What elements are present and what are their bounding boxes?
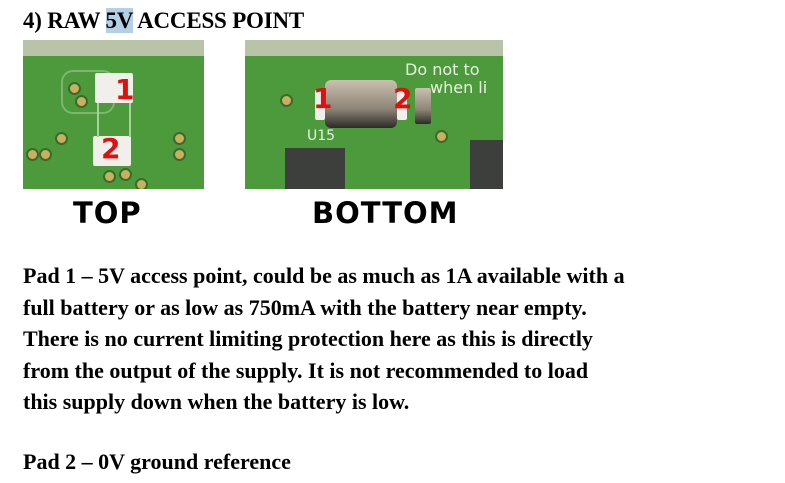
section-heading: 4) RAW 5V ACCESS POINT xyxy=(23,8,304,34)
bottom-board-photo: Do not to when li U15 1 2 xyxy=(245,40,503,189)
text-line: from the output of the supply. It is not… xyxy=(23,357,589,383)
heading-prefix: 4) RAW xyxy=(23,8,106,33)
text-line: Pad 2 – 0V ground reference xyxy=(23,449,291,474)
text-line: Pad 1 – 5V access point, could be as muc… xyxy=(23,263,625,288)
pad-2-marker: 2 xyxy=(101,132,121,165)
text-line: There is no current limiting protection … xyxy=(23,326,593,352)
top-label: TOP xyxy=(73,196,142,230)
pad-1-marker: 1 xyxy=(313,82,333,115)
heading-suffix: ACCESS POINT xyxy=(132,8,305,33)
text-line: full battery or as low as 750mA with the… xyxy=(23,294,587,320)
bottom-label: BOTTOM xyxy=(312,196,459,230)
top-board-photo: 1 2 xyxy=(23,40,204,189)
text-line: this supply down when the battery is low… xyxy=(23,389,410,415)
pad-1-description: Pad 1 – 5V access point, could be as muc… xyxy=(23,260,625,418)
pad-2-description: Pad 2 – 0V ground reference xyxy=(23,446,291,478)
silkscreen-text: Do not to xyxy=(405,60,480,79)
silkscreen-text: when li xyxy=(430,78,488,97)
heading-highlight: 5V xyxy=(105,8,133,33)
silkscreen-text: U15 xyxy=(307,128,336,144)
pad-1-marker: 1 xyxy=(115,73,135,106)
pad-2-marker: 2 xyxy=(393,82,413,115)
